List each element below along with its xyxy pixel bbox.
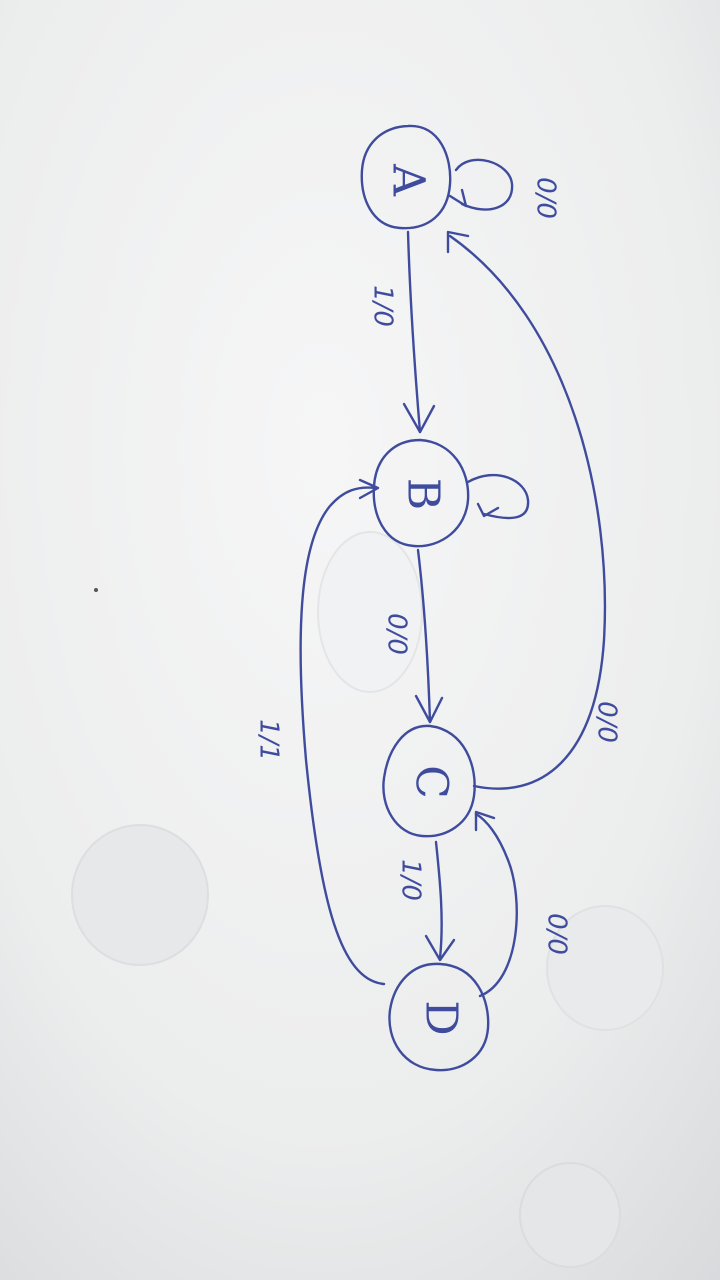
label-a-b: 1/0 <box>368 285 398 327</box>
state-b-label: B <box>398 478 449 510</box>
transition-a-a-loop <box>454 158 514 211</box>
svg-text:1/1: 1/1 <box>254 719 284 761</box>
svg-text:0/0: 0/0 <box>531 177 561 219</box>
arrowhead-d-b <box>358 478 380 500</box>
svg-text:0/0: 0/0 <box>592 701 622 743</box>
transition-b-b-loop <box>466 473 530 520</box>
paper-stain <box>546 905 664 1031</box>
svg-text:A: A <box>383 163 434 197</box>
state-d-circle <box>388 962 490 1072</box>
transition-d-c <box>474 812 518 998</box>
state-d-label: D <box>416 1000 467 1035</box>
transition-b-c <box>416 548 432 724</box>
svg-text:0/0: 0/0 <box>542 913 572 955</box>
state-b-circle <box>372 438 470 548</box>
state-a-label: A <box>383 163 434 197</box>
arrowhead-b-b <box>476 502 500 518</box>
arrowhead-d-c <box>474 810 496 832</box>
label-d-c: 0/0 <box>542 913 572 955</box>
state-c-circle <box>382 724 476 838</box>
transition-c-a <box>448 234 607 790</box>
svg-text:B: B <box>398 478 449 510</box>
label-c-d: 1/0 <box>396 859 426 901</box>
label-c-a: 0/0 <box>592 701 622 743</box>
paper-stain <box>519 1162 621 1268</box>
transition-d-b <box>299 486 386 986</box>
arrowhead-a-b <box>402 402 436 434</box>
svg-text:1/0: 1/0 <box>368 285 398 327</box>
arrowhead-c-d <box>424 934 456 962</box>
svg-text:C: C <box>406 765 457 799</box>
arrowhead-a-a <box>448 188 468 208</box>
arrowhead-b-c <box>414 694 444 724</box>
paper-stain <box>317 531 423 693</box>
svg-text:1/0: 1/0 <box>396 859 426 901</box>
pen-dot <box>94 588 98 592</box>
svg-text:D: D <box>416 1000 467 1035</box>
label-b-c: 0/0 <box>382 613 412 655</box>
transition-a-b <box>406 230 422 434</box>
state-a-circle <box>360 124 452 230</box>
arrowhead-c-a <box>446 230 470 254</box>
label-a-a: 0/0 <box>531 177 561 219</box>
svg-text:0/0: 0/0 <box>382 613 412 655</box>
state-c-label: C <box>406 765 457 799</box>
paper-stain <box>71 824 209 966</box>
transition-c-d <box>434 840 443 960</box>
label-d-b: 1/1 <box>254 719 284 761</box>
